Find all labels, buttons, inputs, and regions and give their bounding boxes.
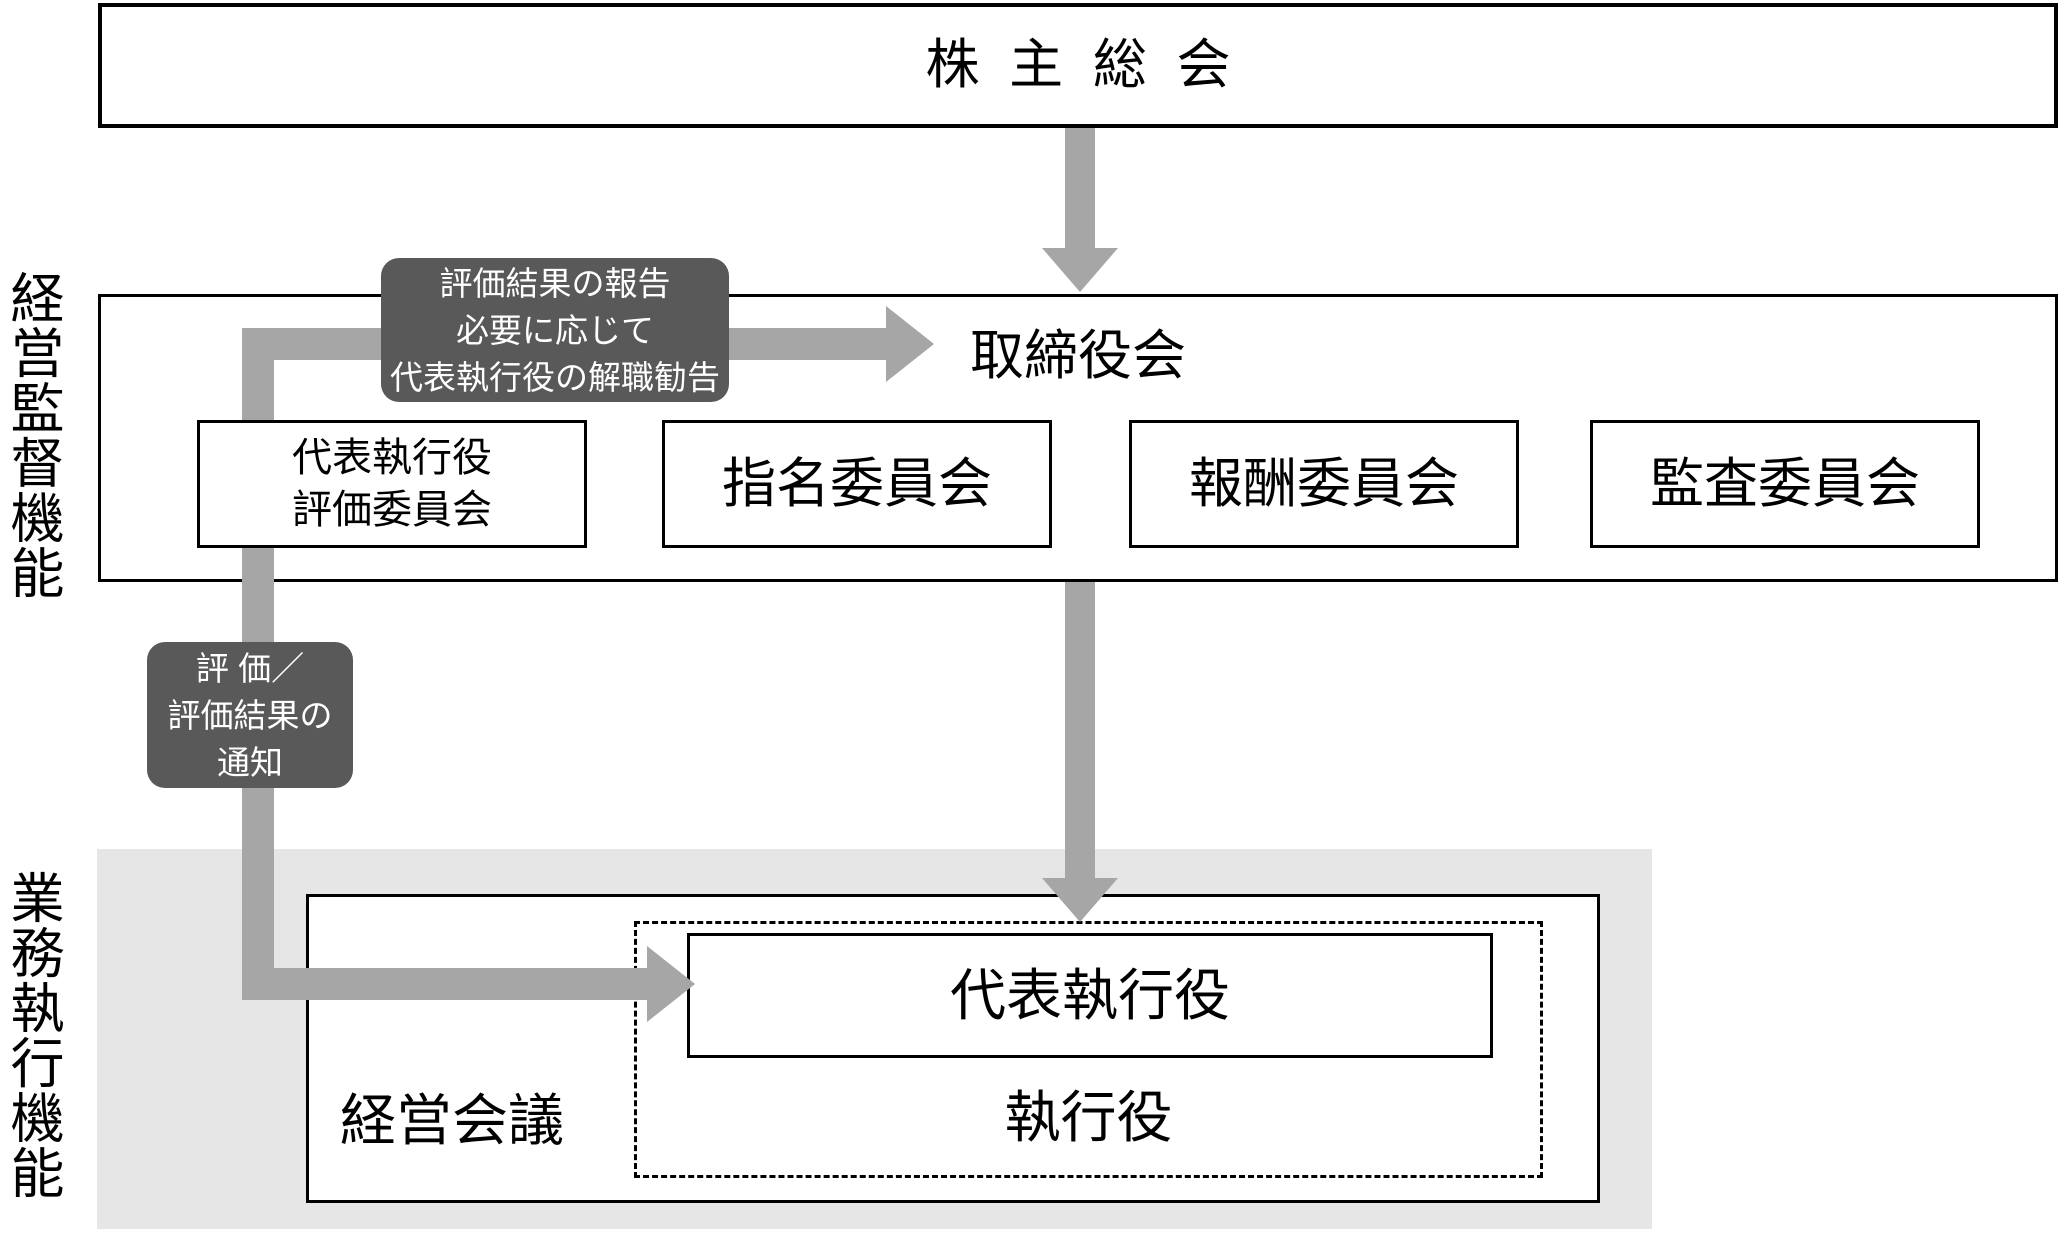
arrow-evaluation-horizontal-shaft	[242, 968, 647, 1000]
callout-evaluation-report-line3: 代表執行役の解職勧告	[390, 358, 720, 396]
representative-executive-officer-label: 代表執行役	[950, 963, 1230, 1027]
arrow-report-head	[886, 306, 934, 382]
callout-evaluation-notice-line2: 評価結果の	[167, 696, 333, 734]
audit-committee-box: 監査委員会	[1590, 420, 1980, 548]
callout-evaluation-notice-line1: 評 価／	[195, 649, 305, 687]
axis-label-execution: 業務執行機能	[2, 870, 62, 1200]
arrow-shareholders-to-board-shaft	[1065, 128, 1095, 248]
compensation-committee-box: 報酬委員会	[1129, 420, 1519, 548]
callout-evaluation-report-line2: 必要に応じて	[456, 311, 654, 349]
compensation-committee-label: 報酬委員会	[1189, 453, 1459, 514]
callout-evaluation-report-line1: 評価結果の報告	[439, 264, 671, 302]
ceo-evaluation-committee-line2: 評価委員会	[292, 488, 492, 532]
shareholders-meeting-box: 株主総会	[98, 3, 2058, 128]
management-meeting-label: 経営会議	[340, 1089, 564, 1152]
board-of-directors-label: 取締役会	[970, 326, 1186, 386]
representative-executive-officer-box: 代表執行役	[687, 933, 1493, 1058]
ceo-evaluation-committee-box: 代表執行役 評価委員会	[197, 420, 587, 548]
axis-label-supervision: 経営監督機能	[2, 270, 62, 600]
arrow-shareholders-to-board-head	[1042, 248, 1118, 292]
audit-committee-label: 監査委員会	[1650, 453, 1920, 514]
callout-evaluation-report: 評価結果の報告 必要に応じて 代表執行役の解職勧告	[381, 258, 729, 402]
executive-officers-label: 執行役	[1004, 1086, 1173, 1150]
ceo-evaluation-committee-line1: 代表執行役	[292, 436, 492, 480]
callout-evaluation-notice-line3: 通知	[217, 743, 283, 781]
executive-officers-area	[634, 921, 1543, 1178]
callout-evaluation-notice: 評 価／ 評価結果の 通知	[147, 642, 353, 788]
arrow-board-to-executive-shaft	[1065, 582, 1095, 878]
nomination-committee-label: 指名委員会	[722, 453, 992, 514]
nomination-committee-box: 指名委員会	[662, 420, 1052, 548]
arrow-board-to-executive-head	[1042, 878, 1118, 922]
shareholders-meeting-label: 株主総会	[925, 35, 1261, 96]
arrow-evaluation-head	[647, 946, 695, 1022]
